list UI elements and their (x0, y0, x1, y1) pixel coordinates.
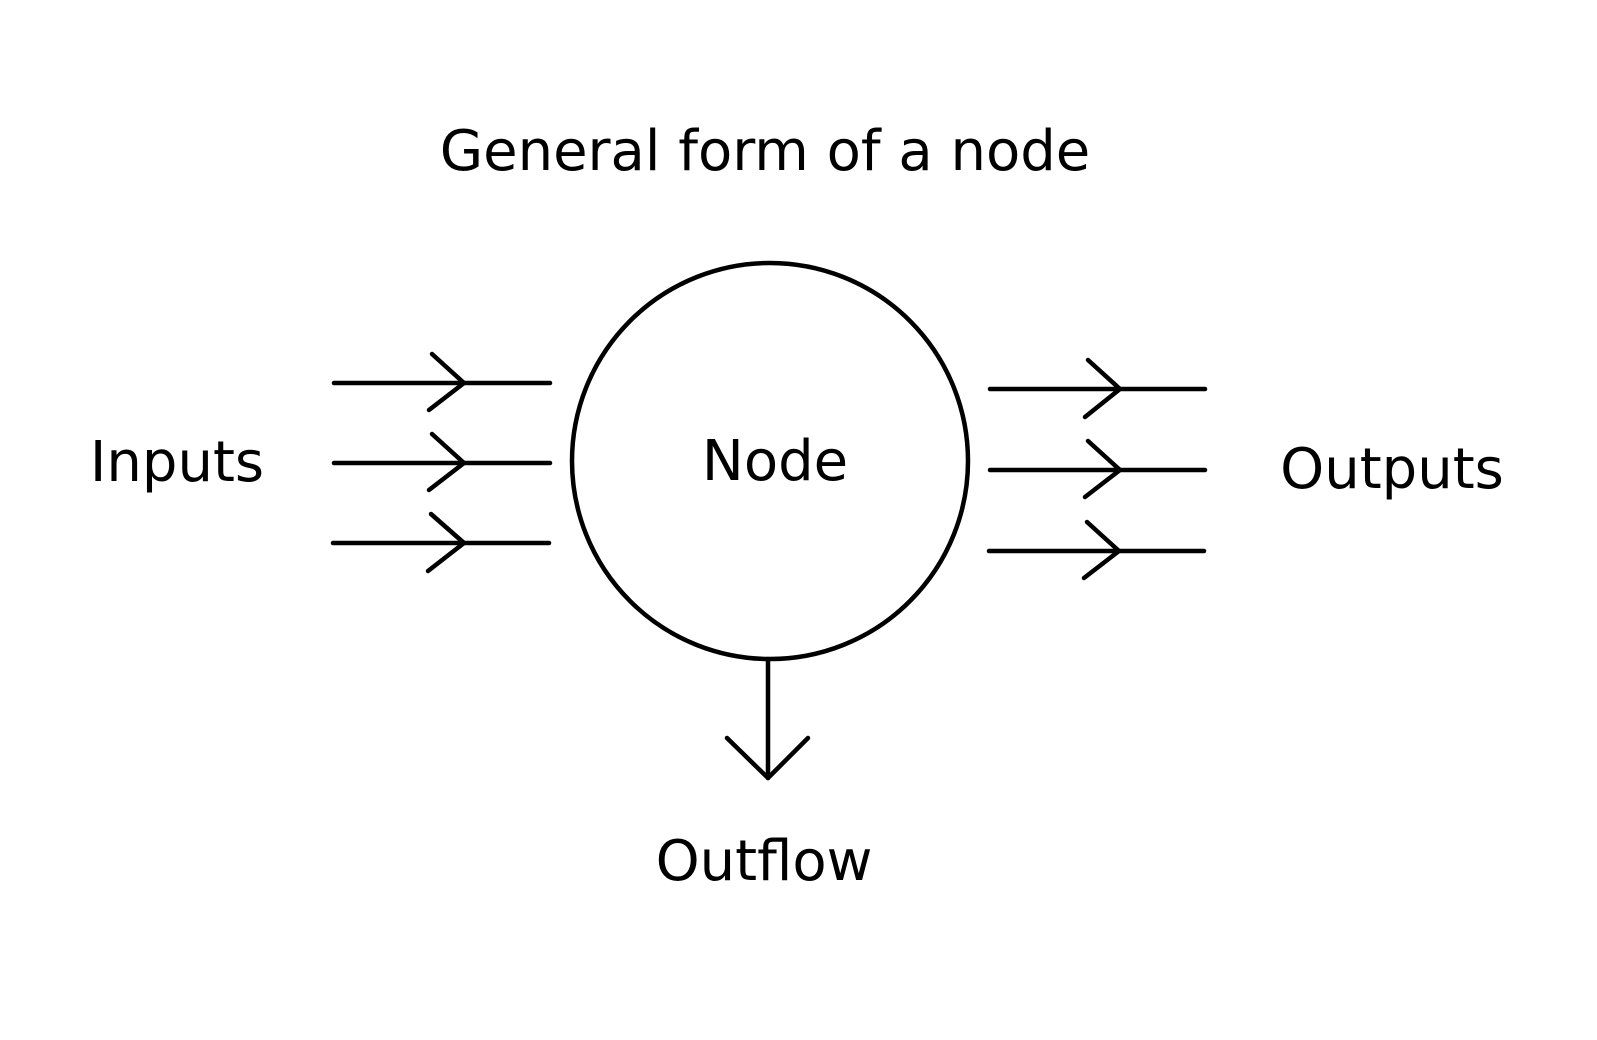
inputs-label: Inputs (90, 430, 264, 495)
input-arrow-3-head (425, 511, 467, 574)
output-arrow-2 (987, 438, 1208, 500)
output-arrow-1-head (1082, 357, 1123, 420)
input-arrow-3 (330, 511, 552, 574)
outflow-label: Outflow (656, 829, 873, 894)
output-arrow-3-head (1081, 519, 1122, 581)
input-arrow-2-head (426, 431, 467, 493)
node-label: Node (702, 429, 848, 494)
outflow-arrow-head (724, 735, 811, 781)
diagram-title: General form of a node (440, 119, 1091, 184)
input-arrow-2 (331, 431, 553, 493)
output-arrow-3 (986, 519, 1207, 581)
output-arrow-1 (987, 357, 1208, 420)
input-arrow-1 (331, 351, 553, 413)
output-arrow-2-head (1082, 438, 1123, 500)
input-arrow-1-head (426, 351, 467, 413)
outputs-label: Outputs (1280, 437, 1504, 502)
outflow-arrow (724, 656, 811, 781)
